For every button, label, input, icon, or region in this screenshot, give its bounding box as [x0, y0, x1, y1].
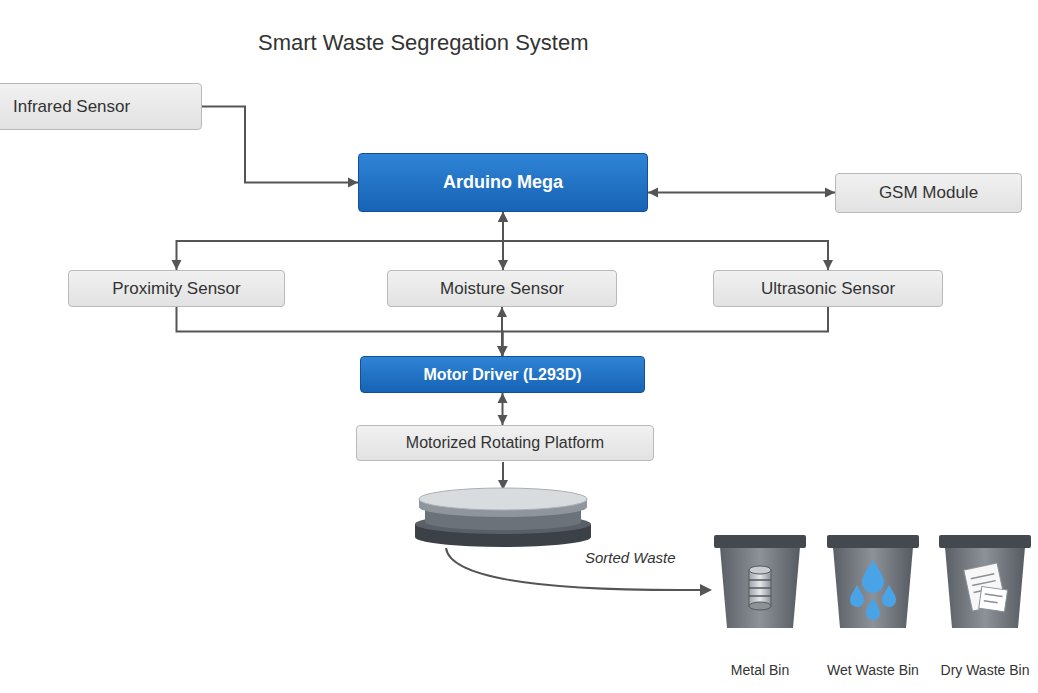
platform-feed-arrow	[498, 462, 508, 490]
connector	[498, 307, 829, 356]
metal-bin	[714, 535, 806, 628]
node-text: GSM Module	[879, 183, 978, 203]
arrow-head	[498, 260, 508, 270]
diagram-title: Smart Waste Segregation System	[258, 30, 589, 56]
waste-bin: Dry Waste Bin	[929, 533, 1038, 678]
node-text: Wet Waste Bin	[827, 662, 919, 678]
arrow-head	[497, 346, 507, 356]
connector-line	[177, 212, 504, 270]
connector	[202, 107, 358, 188]
node-text: Ultrasonic Sensor	[761, 279, 895, 299]
dry-waste-bin	[939, 535, 1031, 628]
connector-line	[177, 307, 503, 356]
connector-line	[648, 192, 835, 194]
connector	[648, 188, 835, 198]
arrow-head	[498, 346, 508, 356]
arrow-head	[648, 188, 658, 198]
node-text: Motorized Rotating Platform	[406, 434, 604, 452]
connector-line	[503, 212, 828, 270]
connector-line	[503, 307, 829, 356]
waste-bin: Metal Bin	[705, 533, 815, 678]
node-text: Moisture Sensor	[440, 279, 564, 299]
arrow-head	[498, 212, 508, 222]
connector	[498, 393, 508, 425]
connector	[498, 212, 833, 270]
rotating-platform	[415, 488, 591, 547]
node-text: Proximity Sensor	[112, 279, 240, 299]
arrow-head	[172, 260, 182, 270]
controller-box: Arduino Mega	[358, 153, 648, 212]
sorted-waste-arrow	[446, 548, 712, 596]
node-text: Motor Driver (L293D)	[423, 366, 581, 384]
arrow-head	[498, 393, 508, 403]
flow-label: Sorted Waste	[582, 549, 679, 566]
connector-line	[202, 107, 358, 183]
node-text: Infrared Sensor	[13, 97, 130, 117]
driver-box: Motor Driver (L293D)	[360, 356, 645, 393]
connector	[172, 212, 509, 270]
arrow-head	[825, 188, 835, 198]
sensor-box: Moisture Sensor	[387, 270, 617, 307]
arrow-head	[498, 212, 508, 222]
connector	[177, 307, 508, 356]
arrow-head	[498, 346, 508, 356]
sensor-box: Infrared Sensor	[0, 83, 202, 130]
platform-box: Motorized Rotating Platform	[356, 425, 654, 461]
node-text: Metal Bin	[731, 662, 789, 678]
wet-waste-bin	[827, 535, 919, 628]
sensor-box: Ultrasonic Sensor	[713, 270, 943, 307]
arrow-head	[497, 307, 507, 317]
sensor-box: Proximity Sensor	[68, 270, 285, 307]
arrow-head	[498, 212, 508, 222]
node-text: Arduino Mega	[443, 172, 563, 193]
module-box: GSM Module	[835, 173, 1022, 213]
arrow-head	[498, 415, 508, 425]
waste-bin: Wet Waste Bin	[815, 533, 931, 678]
arrow-head	[823, 260, 833, 270]
arrow-head	[348, 178, 358, 188]
node-text: Dry Waste Bin	[941, 662, 1030, 678]
